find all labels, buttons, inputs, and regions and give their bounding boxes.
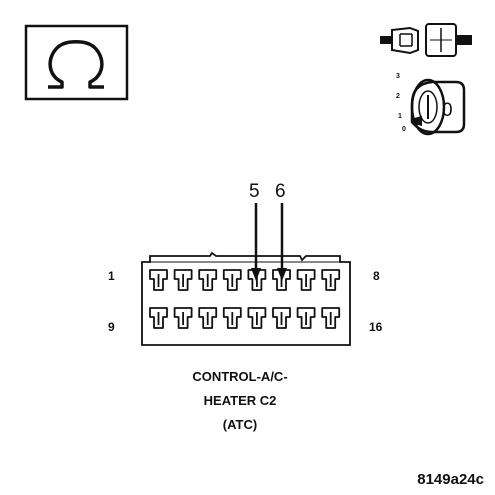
connector-title-line2: HEATER C2 — [204, 393, 277, 408]
pin-terminal — [272, 307, 291, 329]
pin-row-bottom — [149, 307, 341, 329]
pin-terminal — [296, 307, 316, 329]
callout-pin-5: 5 — [249, 181, 260, 202]
ignition-position-label: 2 — [396, 93, 400, 100]
ohmmeter-icon — [24, 24, 129, 101]
ignition-position-label: 1 — [398, 113, 402, 120]
pin-label-9: 9 — [108, 320, 115, 334]
callout-pin-6: 6 — [275, 181, 286, 202]
ignition-switch-icon: 3 2 1 0 0 — [396, 73, 466, 136]
pin-terminal — [173, 307, 193, 329]
pin-terminal — [321, 269, 341, 291]
ignition-position-label: 3 — [396, 73, 400, 80]
connector-title-line3: (ATC) — [223, 417, 257, 432]
pin-terminal — [321, 307, 341, 329]
figure-id: 8149a24c — [417, 471, 484, 488]
connector-c2 — [141, 251, 351, 346]
pin-terminal — [272, 269, 291, 291]
ignition-position-label: 0 — [402, 126, 406, 133]
pin-label-8: 8 — [373, 269, 380, 283]
pin-terminal — [198, 307, 218, 329]
pin-terminal — [149, 307, 168, 329]
pin-terminal — [149, 269, 168, 291]
pin-terminal — [173, 269, 193, 291]
pin-terminal — [222, 307, 242, 329]
pin-terminal — [247, 307, 267, 329]
pin-label-16: 16 — [369, 320, 383, 334]
connector-title-line1: CONTROL-A/C- — [192, 369, 287, 384]
disconnected-connector-icon — [380, 23, 472, 57]
pin-label-1: 1 — [108, 269, 115, 283]
pin-terminal — [198, 269, 218, 291]
pin-row-top — [149, 269, 341, 291]
ignition-key-position: 0 — [442, 100, 453, 121]
pin-terminal — [247, 269, 267, 291]
pin-terminal — [222, 269, 242, 291]
pin-terminal — [296, 269, 316, 291]
